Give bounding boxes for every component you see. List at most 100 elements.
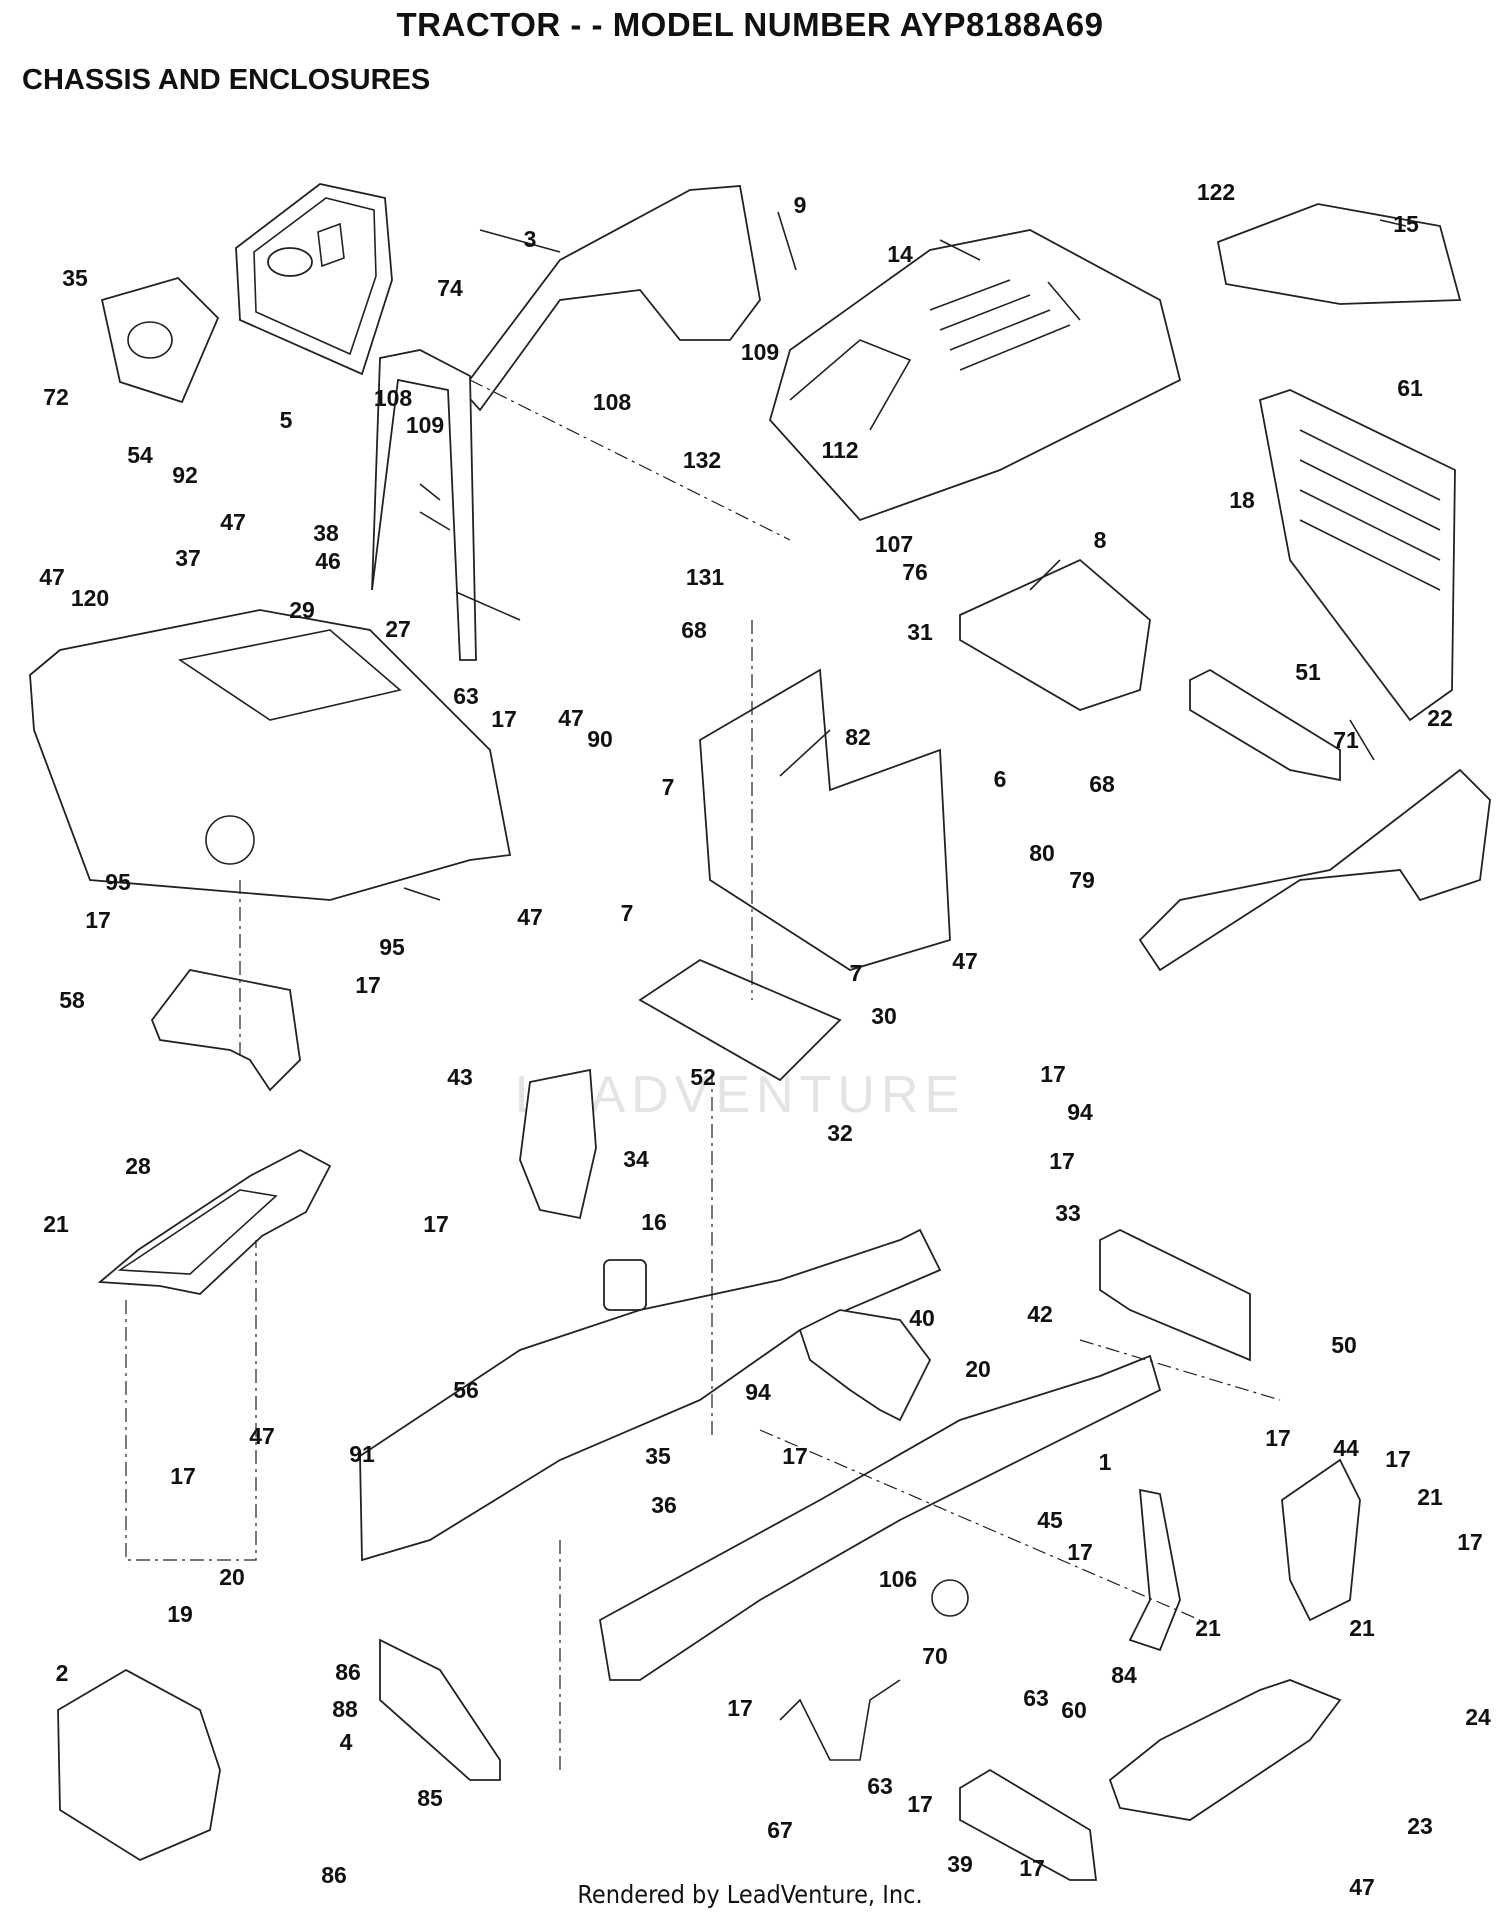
callout-17: 17 — [1385, 1446, 1411, 1472]
part-70 — [931, 1579, 969, 1617]
callout-79: 79 — [1069, 867, 1095, 893]
callout-17: 17 — [170, 1463, 196, 1489]
callout-34: 34 — [623, 1146, 649, 1172]
part-58 — [150, 969, 301, 1092]
callout-106: 106 — [879, 1566, 917, 1592]
callout-22: 22 — [1427, 705, 1453, 731]
part-plate — [100, 276, 220, 404]
callout-17: 17 — [355, 972, 381, 998]
callout-21: 21 — [1195, 1615, 1221, 1641]
callout-17: 17 — [1019, 1855, 1045, 1881]
callout-88: 88 — [332, 1696, 358, 1722]
callout-94: 94 — [745, 1379, 771, 1405]
callout-68: 68 — [1089, 771, 1115, 797]
callout-33: 33 — [1055, 1200, 1081, 1226]
callout-36: 36 — [651, 1492, 677, 1518]
callout-7: 7 — [850, 960, 863, 986]
callout-68: 68 — [681, 617, 707, 643]
part-hood — [768, 229, 1182, 522]
callout-21: 21 — [1349, 1615, 1375, 1641]
callout-21: 21 — [1417, 1484, 1443, 1510]
callout-95: 95 — [105, 869, 131, 895]
part-fender — [29, 609, 512, 901]
callout-17: 17 — [1067, 1539, 1093, 1565]
callout-18: 18 — [1229, 487, 1255, 513]
part-50 — [1099, 1228, 1251, 1362]
part-84 — [1128, 1488, 1181, 1652]
part-front-bracket — [1216, 203, 1462, 305]
part-71 — [1189, 668, 1341, 782]
callout-17: 17 — [423, 1211, 449, 1237]
callout-31: 31 — [907, 619, 933, 645]
callout-38: 38 — [313, 520, 339, 546]
callout-45: 45 — [1037, 1507, 1063, 1533]
callout-86: 86 — [321, 1862, 347, 1888]
callout-108: 108 — [374, 385, 413, 411]
part-left-frame-rail — [359, 1228, 942, 1562]
page-title: TRACTOR - - MODEL NUMBER AYP8188A69 — [396, 6, 1104, 43]
callout-28: 28 — [125, 1153, 151, 1179]
callout-7: 7 — [662, 774, 675, 800]
callout-17: 17 — [1049, 1148, 1075, 1174]
part-43 — [519, 1068, 597, 1220]
callout-47: 47 — [517, 904, 543, 930]
callout-20: 20 — [219, 1564, 245, 1590]
part-support-bracket — [371, 349, 477, 661]
callout-17: 17 — [85, 907, 111, 933]
callout-21: 21 — [43, 1211, 69, 1237]
callout-35: 35 — [62, 265, 88, 291]
part-dash-console — [235, 183, 393, 376]
callout-3: 3 — [524, 226, 537, 252]
callout-17: 17 — [1457, 1529, 1483, 1555]
callout-40: 40 — [909, 1305, 935, 1331]
callout-39: 39 — [947, 1851, 973, 1877]
callout-19: 19 — [167, 1601, 193, 1627]
callout-61: 61 — [1397, 375, 1423, 401]
callout-42: 42 — [1027, 1301, 1053, 1327]
part-16 — [603, 1259, 647, 1311]
callout-63: 63 — [453, 683, 479, 709]
callout-20: 20 — [965, 1356, 991, 1382]
callout-17: 17 — [1265, 1425, 1291, 1451]
part-2 — [57, 1668, 221, 1862]
callout-76: 76 — [902, 559, 928, 585]
callout-90: 90 — [587, 726, 613, 752]
callout-108: 108 — [593, 389, 632, 415]
part-85 — [379, 1638, 501, 1781]
assembly-lines — [125, 379, 1281, 1770]
callout-84: 84 — [1111, 1662, 1137, 1688]
callout-63: 63 — [1023, 1685, 1049, 1711]
callout-14: 14 — [887, 241, 913, 267]
callout-44: 44 — [1333, 1435, 1359, 1461]
callout-95: 95 — [379, 934, 405, 960]
callout-54: 54 — [127, 442, 153, 468]
callout-109: 109 — [741, 339, 779, 365]
callout-91: 91 — [349, 1441, 375, 1467]
callout-112: 112 — [821, 437, 858, 463]
callout-47: 47 — [558, 705, 584, 731]
callout-35: 35 — [645, 1443, 671, 1469]
callout-122: 122 — [1197, 179, 1235, 205]
part-firewall — [699, 668, 951, 971]
callout-72: 72 — [43, 384, 69, 410]
callout-17: 17 — [727, 1695, 753, 1721]
callout-17: 17 — [491, 706, 517, 732]
part-40 — [798, 1309, 932, 1422]
callout-30: 30 — [871, 1003, 897, 1029]
footer-credit: Rendered by LeadVenture, Inc. — [577, 1880, 923, 1909]
callout-132: 132 — [683, 447, 721, 473]
callout-2: 2 — [56, 1660, 69, 1686]
callout-17: 17 — [907, 1791, 933, 1817]
callout-6: 6 — [994, 766, 1007, 792]
part-left-footrest — [97, 1148, 332, 1295]
callout-24: 24 — [1465, 1704, 1491, 1730]
callout-37: 37 — [175, 545, 201, 571]
callout-120: 120 — [71, 585, 109, 611]
part-67 — [779, 1679, 901, 1761]
callout-27: 27 — [385, 616, 411, 642]
callout-63: 63 — [867, 1773, 893, 1799]
callout-70: 70 — [922, 1643, 948, 1669]
callout-15: 15 — [1393, 211, 1419, 237]
callout-51: 51 — [1295, 659, 1321, 685]
callout-94: 94 — [1067, 1099, 1093, 1125]
